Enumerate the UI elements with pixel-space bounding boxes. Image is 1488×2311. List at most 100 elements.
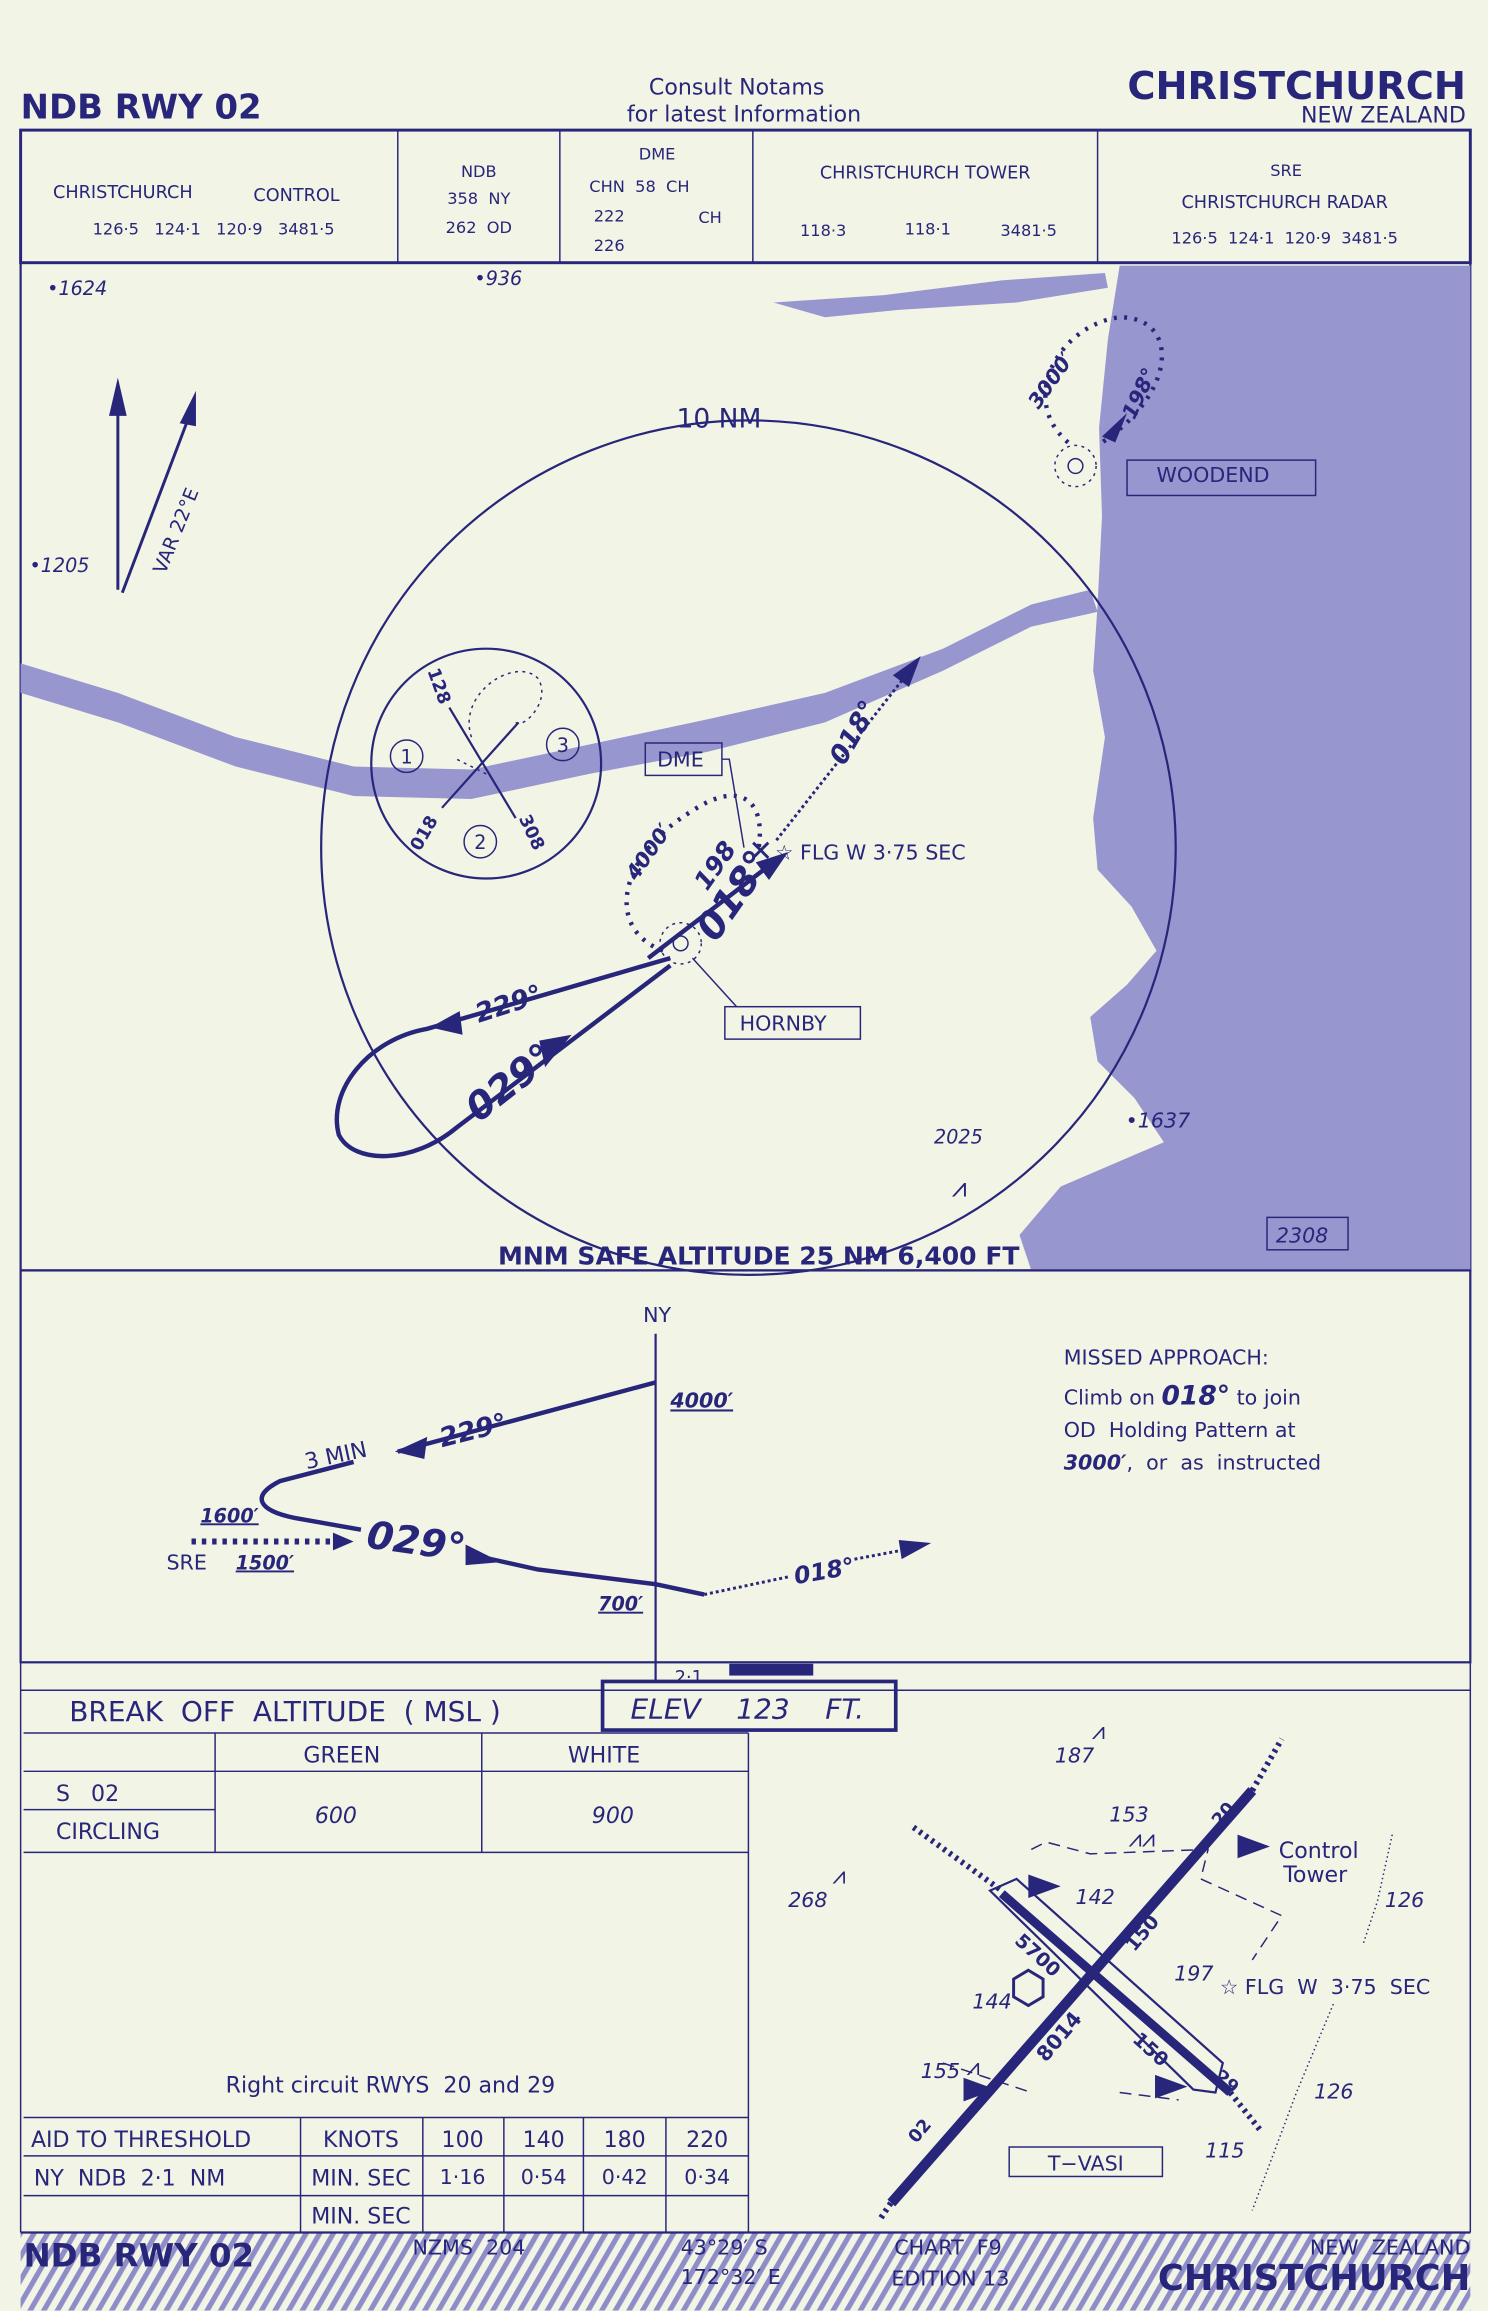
tower-f1: 118·3 [800, 221, 846, 240]
control-label: CONTROL [253, 186, 339, 206]
obs-187: 187 [1055, 1743, 1094, 1767]
speed-100: 100 [442, 2127, 484, 2153]
profile-outbound: 229° [436, 1407, 510, 1454]
elevation: ELEV 123 FT. [631, 1692, 864, 1725]
outbound-course: 229° [471, 979, 546, 1030]
time-140: 0·54 [521, 2165, 567, 2189]
green-minimum: 600 [315, 1803, 357, 1829]
control-freqs: 126·5 124·1 120·9 3481·5 [93, 220, 335, 239]
distance-label: NY NDB 2·1 NM [34, 2165, 225, 2191]
radar-title: SRE [1270, 161, 1302, 180]
circle-num-2: 2 [474, 831, 486, 854]
dme-title: DME [639, 145, 676, 164]
time-100: 1·16 [440, 2165, 486, 2189]
time-220: 0·34 [684, 2165, 730, 2189]
ring-label: 10 NM [677, 404, 762, 435]
aid-label: AID TO THRESHOLD [31, 2127, 251, 2153]
radar-freqs: 126·5 124·1 120·9 3481·5 [1171, 229, 1398, 248]
dme-line3: 226 [594, 236, 625, 255]
profile-time: 3 MIN [302, 1437, 369, 1476]
missed-line3: 3000′, or as instructed [1064, 1450, 1321, 1474]
fix-x-icon: ✕ [748, 834, 773, 868]
tower-label-2: Tower [1282, 1862, 1348, 1888]
woodend-label: WOODEND [1157, 463, 1270, 487]
dme-label: DME [657, 748, 704, 772]
footer-airport: CHRISTCHURCH [1158, 2258, 1470, 2299]
aerodrome-diagram: 187 153 268 142 197 144 155 115 126 126 … [788, 1717, 1430, 2220]
spot-elev-1624: •1624 [47, 277, 107, 300]
tower-name: CHRISTCHURCH TOWER [820, 164, 1031, 184]
plan-view: •1624 •936 •1205 •1637 2025 ⩘ 2308 VAR 2… [19, 261, 1472, 1276]
missed-line2: OD Holding Pattern at [1064, 1418, 1296, 1442]
runway-width-150-a: 150 [1121, 1910, 1164, 1955]
obstacle-icon: ⩘ [832, 1861, 845, 1889]
ndb-title: NDB [461, 162, 497, 181]
procedure-title: NDB RWY 02 [21, 87, 262, 126]
row-straight-in: S 02 [56, 1781, 119, 1807]
spot-elev-1637: •1637 [1126, 1109, 1191, 1133]
woodend-altitude: 3000′ [1023, 347, 1079, 413]
speed-180: 180 [604, 2127, 646, 2153]
tower-f2: 118·1 [905, 220, 951, 239]
notice-line-1: Consult Notams [649, 75, 824, 101]
runway-02-label: 02 [905, 2116, 936, 2148]
minsec-label: MIN. SEC [311, 2165, 411, 2191]
footer-country: NEW ZEALAND [1310, 2236, 1471, 2260]
coastline-dunes [773, 273, 1108, 318]
profile-fix: NY [643, 1303, 671, 1327]
msa-label: MNM SAFE ALTITUDE 25 NM 6,400 FT [498, 1242, 1020, 1271]
obs-144: 144 [972, 1990, 1011, 2014]
circle-course-308: 308 [514, 812, 548, 854]
river [20, 589, 1098, 799]
circle-num-3: 3 [557, 734, 569, 757]
circle-course-128: 128 [423, 666, 454, 707]
footer-map: NZMS 204 [413, 2236, 526, 2260]
circuit-note: Right circuit RWYS 20 and 29 [226, 2072, 556, 2098]
speed-220: 220 [686, 2127, 728, 2153]
spot-elev-1205: •1205 [29, 554, 89, 577]
footer-lon: 172°32′ E [681, 2265, 781, 2289]
profile-alt-700: 700′ [598, 1593, 643, 1616]
obs-126-b: 126 [1314, 2079, 1353, 2103]
profile-alt-1600: 1600′ [200, 1504, 258, 1527]
profile-inbound: 029° [364, 1513, 468, 1571]
obstacle-icon: ⩘⩘ [1129, 1824, 1156, 1852]
obs-115: 115 [1205, 2138, 1244, 2162]
footer-lat: 43°29′ S [681, 2236, 768, 2260]
spot-elev-2025: 2025 [934, 1126, 983, 1149]
time-180: 0·42 [602, 2165, 648, 2189]
footer-edition: EDITION 13 [891, 2266, 1009, 2290]
obs-197: 197 [1174, 1962, 1213, 1986]
tower-f3: 3481·5 [1000, 221, 1057, 240]
obs-142: 142 [1075, 1885, 1114, 1909]
notice-line-2: for latest Information [627, 101, 861, 127]
dme-line2b: CH [698, 208, 721, 227]
white-minimum: 900 [592, 1803, 634, 1829]
dme-line1: CHN 58 CH [589, 177, 689, 196]
spot-elev-2308: 2308 [1276, 1223, 1328, 1247]
timing-table: AID TO THRESHOLD KNOTS 100 140 180 220 N… [23, 2116, 749, 2234]
footer-chart: CHART F9 [894, 2236, 1001, 2260]
runway-11-29 [998, 1890, 1234, 2096]
obs-268: 268 [788, 1888, 827, 1912]
airport-title: CHRISTCHURCH [1127, 64, 1466, 109]
aerodrome-light: ☆ FLG W 3·75 SEC [1220, 1975, 1430, 1999]
missed-title: MISSED APPROACH: [1064, 1346, 1269, 1370]
profile-alt-4000: 4000′ [669, 1388, 733, 1412]
footer: NDB RWY 02 NZMS 204 43°29′ S 172°32′ E C… [20, 2231, 1471, 2311]
dme-line2: 222 [594, 206, 625, 225]
speed-140: 140 [523, 2127, 565, 2153]
minima-title: BREAK OFF ALTITUDE ( MSL ) [69, 1695, 501, 1728]
runway-bar [729, 1663, 814, 1676]
vasi-label: T−VASI [1047, 2152, 1124, 2176]
minsec-label-2: MIN. SEC [311, 2204, 411, 2230]
tower-label-1: Control [1279, 1838, 1359, 1864]
north-arrow-icon [109, 377, 196, 594]
hornby-label: HORNBY [740, 1011, 827, 1035]
profile-alt-1500: 1500′ [236, 1551, 294, 1574]
col-white: WHITE [568, 1742, 640, 1768]
sea-area [1019, 265, 1471, 1271]
obs-153: 153 [1109, 1802, 1148, 1826]
control-name: CHRISTCHURCH [53, 183, 193, 203]
